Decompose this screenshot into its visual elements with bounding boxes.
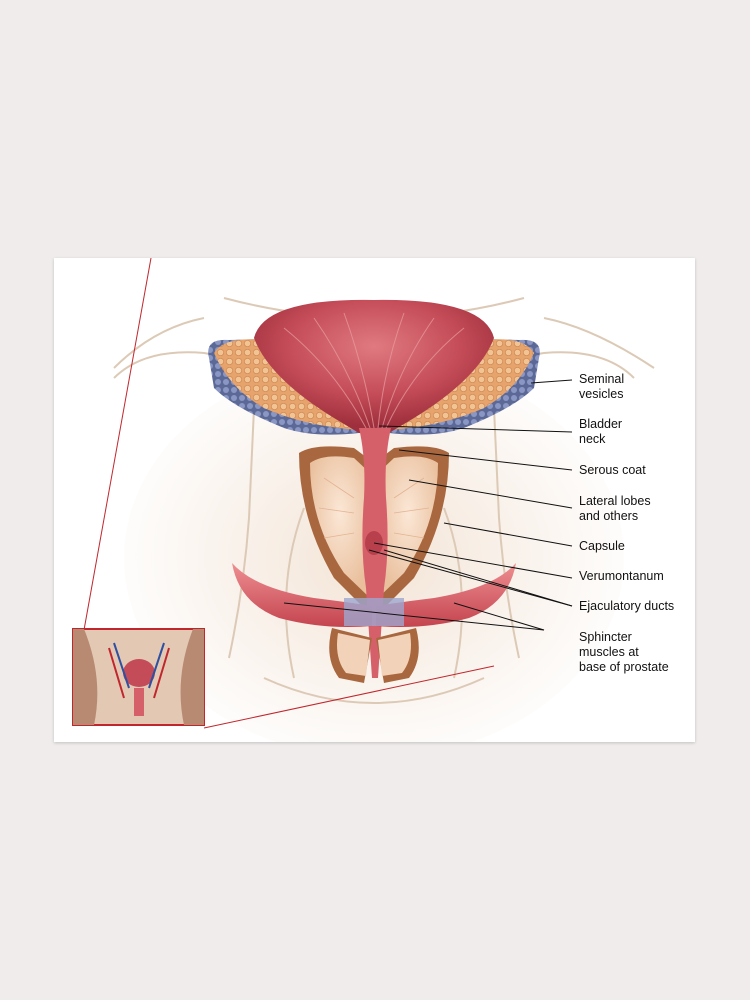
label-ejaculatory-ducts: Ejaculatory ducts xyxy=(579,599,675,613)
label-bladder-neck: Bladder neck xyxy=(579,417,623,446)
inset-pointer-line-2 xyxy=(203,665,495,729)
bladder xyxy=(254,299,494,433)
leader-lines xyxy=(283,379,573,631)
inset-thumbnail xyxy=(72,628,205,726)
label-verumontanum: Verumontanum xyxy=(579,569,664,583)
art-print: Seminal vesicles Bladder neck Serous coa… xyxy=(54,258,695,742)
label-serous-coat: Serous coat xyxy=(579,463,646,477)
prostate-anatomy-illustration xyxy=(72,258,655,742)
label-capsule: Capsule xyxy=(579,539,625,553)
bulb xyxy=(329,628,419,683)
label-lateral-lobes: Lateral lobes and others xyxy=(579,494,651,523)
inset-pointer-line xyxy=(83,258,152,631)
label-seminal-vesicles: Seminal vesicles xyxy=(579,372,625,401)
label-sphincter-muscles: Sphincter muscles at base of prostate xyxy=(579,630,669,674)
